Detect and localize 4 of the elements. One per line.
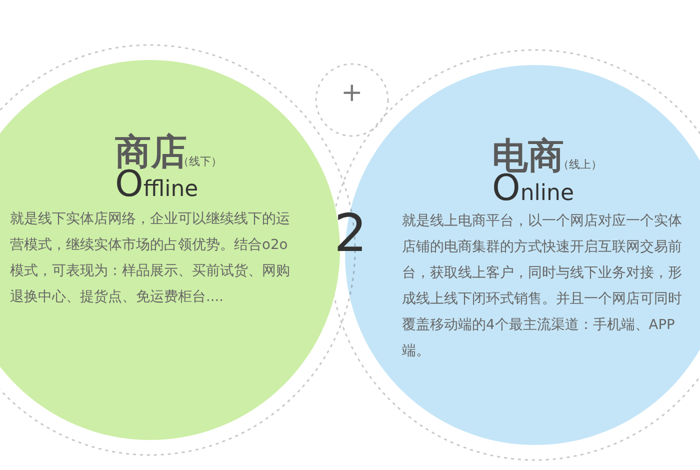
number: 2 (334, 208, 368, 260)
plus-sign: + (341, 80, 363, 106)
description: 就是线下实体店网络，企业可以继续线下的运营模式，继续实体市场的占领优势。结合o2o模式，可表现为：样品展示、买前试货、网购退换中心、提货点、免运费柜台.... (10, 210, 291, 307)
description: 就是线上电商平台，以一个网店对应一个实体店铺的电商集群的方式快速开启互联网交易前台，获取线上客户，同时与线下业务对接，形成线上线下闭环式销售。并且一个网店可同时覆盖移动端的4个最主流渠道：手机端、APP端。 (402, 212, 683, 361)
